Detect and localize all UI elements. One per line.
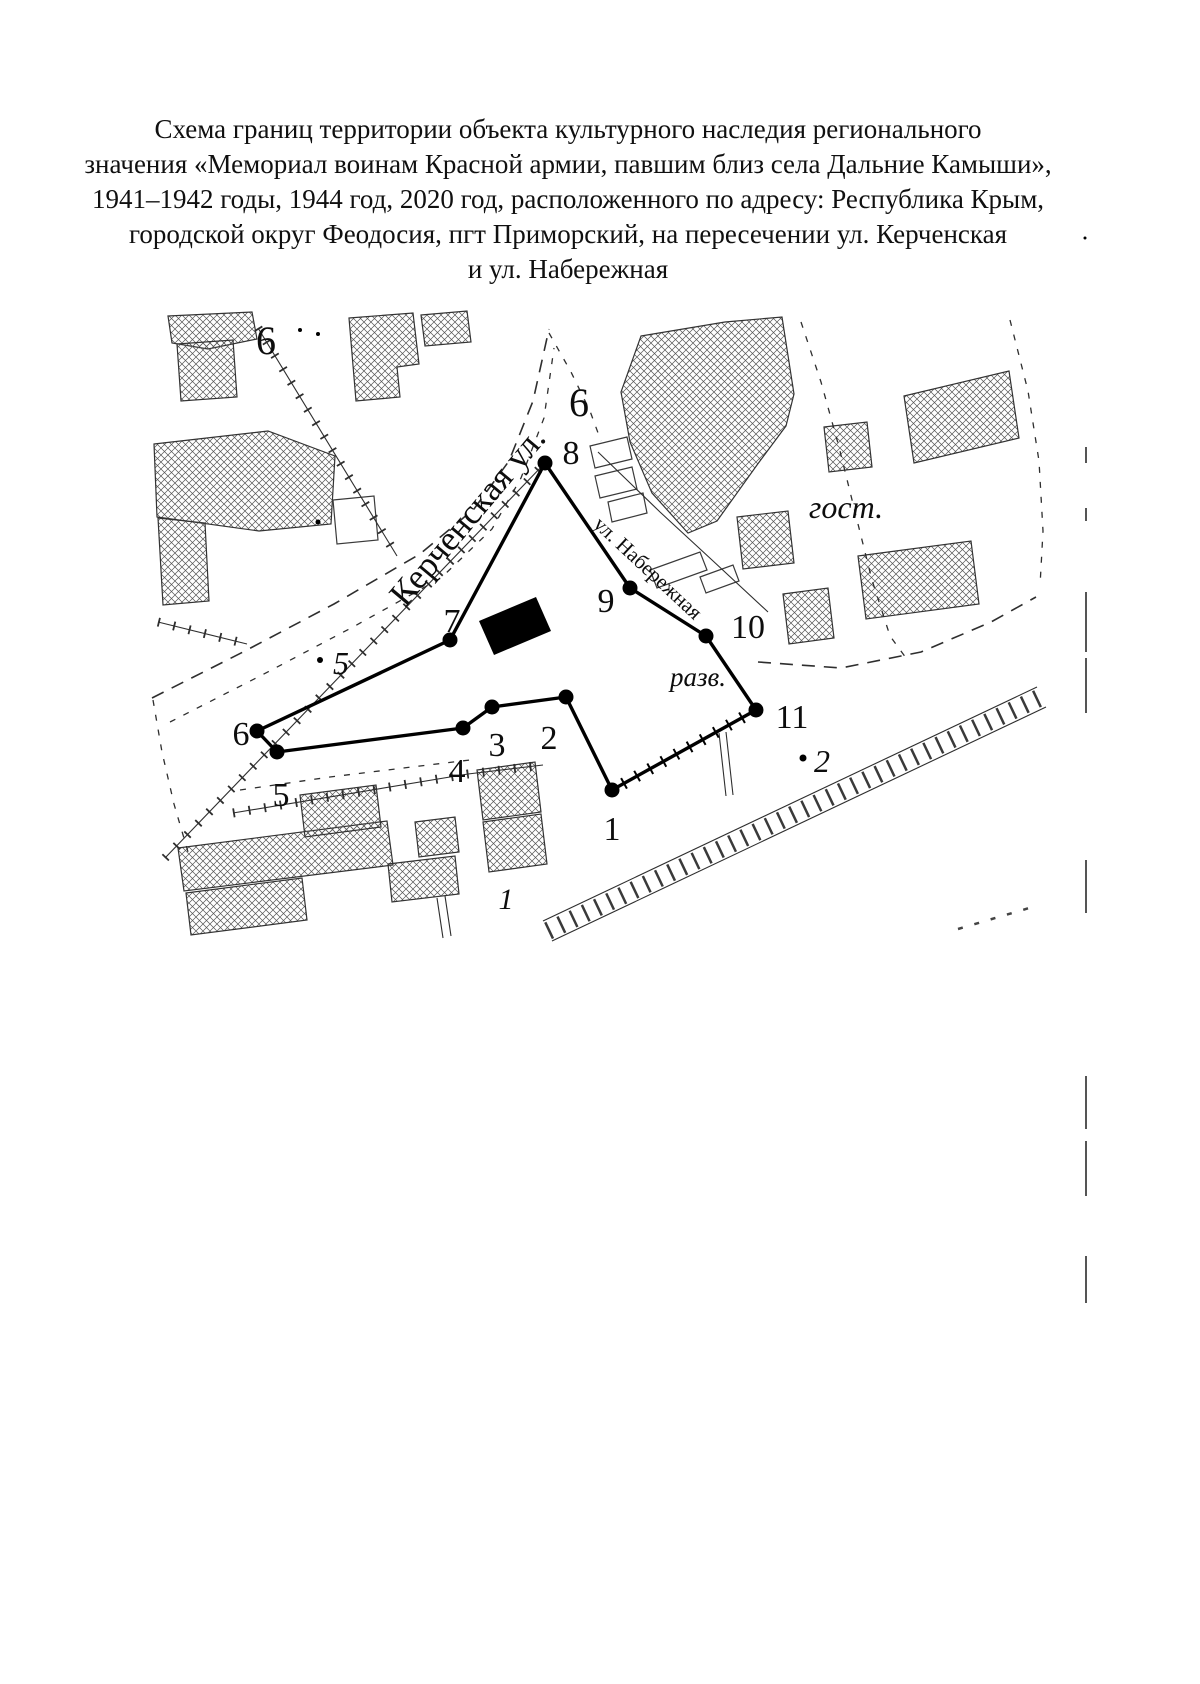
wall-line <box>444 895 452 937</box>
pole-line <box>718 732 727 797</box>
block-label-1: 1 <box>499 883 514 916</box>
block-label-5: 5 <box>333 645 349 681</box>
building <box>620 316 795 534</box>
building <box>299 784 382 838</box>
block-label-6-top: 6 <box>569 380 589 425</box>
point-label-7: 7 <box>444 603 461 640</box>
point-label-1: 1 <box>604 811 621 848</box>
boundary-point-11 <box>748 702 764 718</box>
point-label-11: 11 <box>776 699 809 736</box>
boundary-point-2 <box>558 689 574 705</box>
building <box>857 540 980 620</box>
boundary-point-8 <box>537 455 553 471</box>
street-edge-line <box>597 451 769 613</box>
buildings-layer <box>153 310 1020 936</box>
building <box>420 310 472 347</box>
building <box>782 587 835 645</box>
ruin-outline <box>607 492 648 523</box>
boundary-point-10 <box>698 628 714 644</box>
gost-label: гост. <box>809 489 883 525</box>
roads-layer <box>151 319 1044 939</box>
building <box>414 816 460 858</box>
street-label-kerchenskaya: Керченская ул. <box>382 419 554 613</box>
building <box>903 370 1020 464</box>
boundary-point-6 <box>249 723 265 739</box>
point-label-8: 8 <box>563 435 580 472</box>
building <box>823 421 873 473</box>
map-dot <box>298 328 302 332</box>
building <box>157 517 210 606</box>
scan-dot <box>1083 236 1087 240</box>
building <box>387 855 460 903</box>
railway-edge <box>551 706 1047 942</box>
building <box>176 339 238 402</box>
title-line-3: 1941–1942 годы, 1944 год, 2020 год, расп… <box>91 184 1045 214</box>
title-line-4: городской округ Феодосия, пгт Приморский… <box>128 219 1008 249</box>
building <box>153 430 336 532</box>
boundary-polygon <box>255 461 758 792</box>
wall-line <box>436 897 444 939</box>
railway-side-dashes <box>957 904 1037 931</box>
building <box>736 510 795 570</box>
memorial-rect <box>479 597 551 655</box>
map-dot <box>799 754 807 762</box>
road-centerline-dashed <box>169 347 555 723</box>
boundary-point-4 <box>455 720 471 736</box>
document-title: Схема границ территории объекта культурн… <box>40 112 1096 287</box>
point-label-5: 5 <box>273 777 290 814</box>
railway-edge <box>542 686 1038 922</box>
point-label-6: 6 <box>233 716 250 753</box>
road-far-right-dashed <box>1009 319 1044 587</box>
point-label-9: 9 <box>598 583 615 620</box>
fence-ticks <box>254 325 401 559</box>
road-right-dashed <box>800 321 907 659</box>
scan-artifacts <box>1083 236 1087 1303</box>
building <box>476 761 542 821</box>
road-edge-dashed <box>151 328 550 699</box>
block-label-6-left: 6 <box>256 318 276 363</box>
block-label-2: 2 <box>814 743 830 779</box>
ruin-outline <box>589 436 633 469</box>
road-coastal-dashed <box>757 596 1037 669</box>
map-dot <box>317 657 323 663</box>
boundary-point-3 <box>484 699 500 715</box>
territory-boundary <box>249 455 764 798</box>
building <box>348 312 420 402</box>
title-line-5: и ул. Набережная <box>467 254 669 284</box>
boundary-point-1 <box>604 782 620 798</box>
map-dot <box>316 332 320 336</box>
railway <box>542 686 1047 942</box>
boundary-point-9 <box>622 580 638 596</box>
point-label-10: 10 <box>731 609 765 646</box>
road-south-dashed <box>239 759 471 791</box>
boundary-point-7 <box>442 632 458 648</box>
survey-line <box>164 462 546 859</box>
point-label-4: 4 <box>449 753 466 790</box>
fence-line <box>157 621 248 645</box>
map-dot <box>315 519 321 525</box>
building-outline <box>332 495 379 545</box>
title-line-2: значения «Мемориал воинам Красной армии,… <box>84 149 1052 179</box>
point-label-3: 3 <box>489 727 506 764</box>
razv-label: разв. <box>668 662 726 692</box>
building-outline <box>649 551 708 589</box>
building <box>185 877 308 936</box>
road-left-dashed <box>152 699 189 853</box>
building <box>482 813 548 873</box>
title-line-1: Схема границ территории объекта культурн… <box>154 114 982 144</box>
boundary-point-5 <box>269 744 285 760</box>
block-edge-ticks <box>232 760 544 818</box>
pole-line <box>725 731 734 796</box>
ruin-outline <box>594 466 638 499</box>
point-label-2: 2 <box>541 720 558 757</box>
